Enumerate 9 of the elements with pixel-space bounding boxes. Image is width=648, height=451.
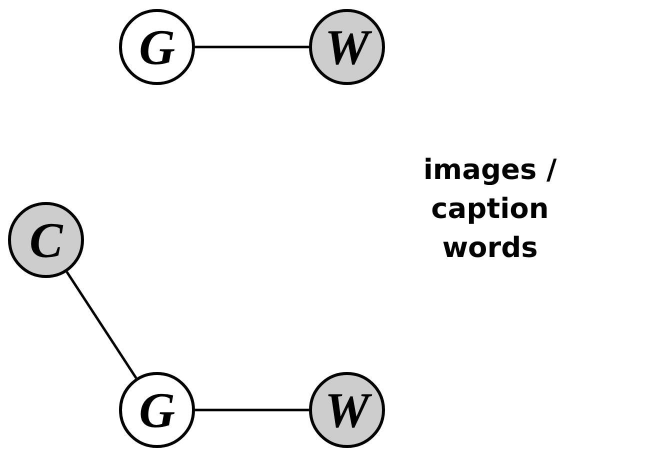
node-letter: G [138,22,176,72]
node-letter: G [138,385,176,435]
node-letter: W [324,22,370,72]
node-letter: W [324,385,370,435]
node-letter: C [29,215,63,265]
caption-text: images / caption words [422,152,558,266]
connector-line [195,46,309,48]
connector-line [195,408,309,412]
connector-line [66,271,138,379]
